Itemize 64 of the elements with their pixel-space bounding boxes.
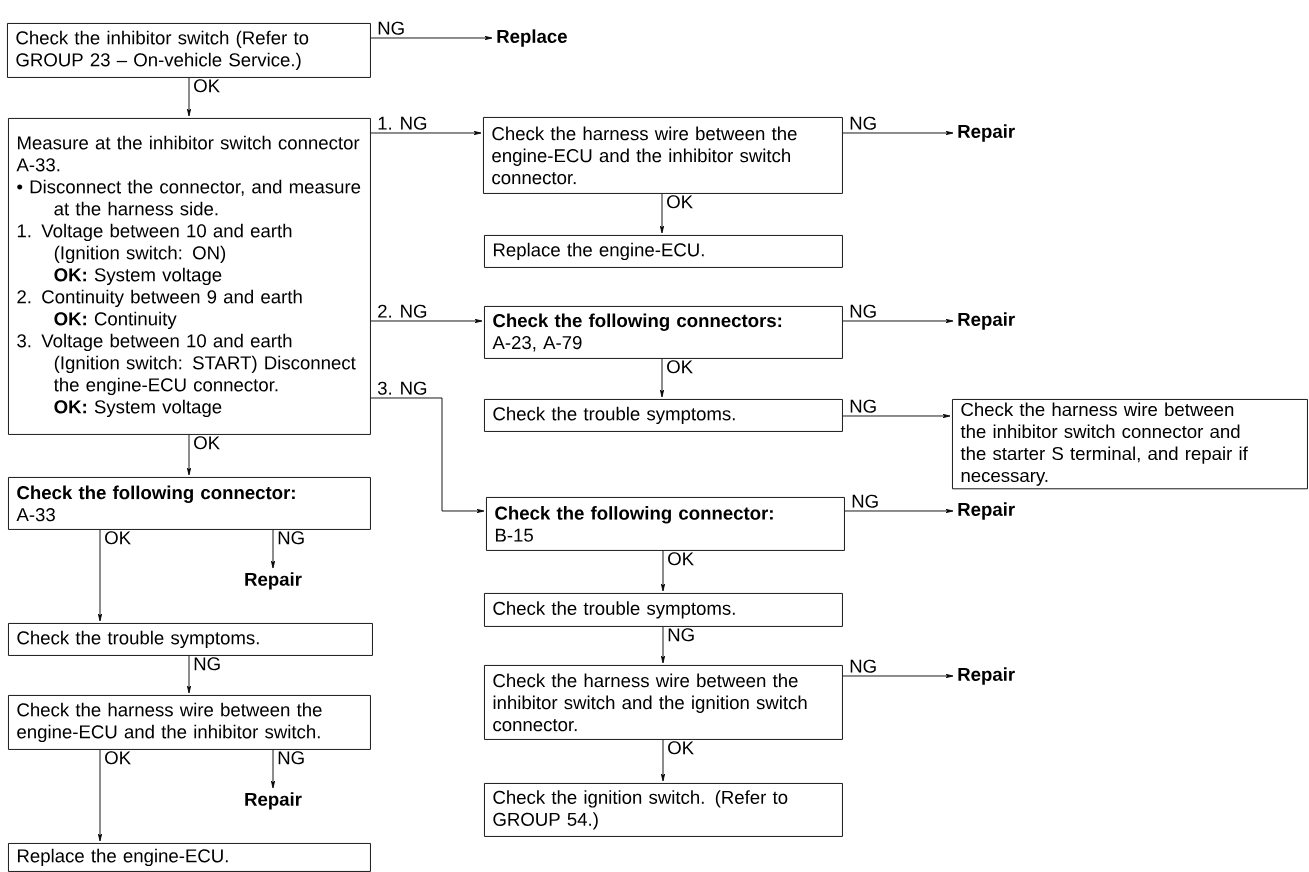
arrow — [842, 414, 951, 418]
arrow — [370, 397, 485, 514]
arrow — [842, 673, 954, 679]
arrow — [661, 550, 666, 592]
edge-label: NG — [848, 303, 879, 319]
process-box: Check the ignition switch. (Refer to GROUP 54.) — [484, 783, 843, 837]
edge-label: NG — [848, 658, 879, 674]
process-box: Replace the engine-ECU. — [8, 843, 371, 872]
edge-label: NG — [848, 115, 879, 131]
process-box: Check the following connectors: A-23, A-79 — [484, 306, 843, 359]
result-text: Replace — [497, 29, 567, 47]
process-box: Measure at the inhibitor switch connector A-33. • Disconnect the connector, and measure at the harness side. 1. Voltage between 10 and earth (Ignition switch: ON) OK: System voltage 2. Continuity between 9 and earth OK: Continuity 3. Voltage between 10 and earth (Ignition switch: START) Disconnect the engine-ECU connector. OK: System voltage — [8, 118, 371, 435]
edge-label: OK — [192, 78, 222, 94]
edge-label: NG — [848, 398, 879, 414]
process-box: Replace the engine-ECU. — [484, 235, 843, 268]
process-box: Check the harness wire between the inhibitor switch and the ignition switch connector. — [484, 665, 843, 740]
arrow — [661, 739, 666, 782]
arrow — [370, 36, 493, 40]
arrow — [842, 131, 954, 135]
arrow — [187, 77, 192, 117]
arrow — [660, 193, 665, 234]
edge-label: NG — [666, 627, 697, 643]
arrow — [271, 749, 276, 789]
result-text: Repair — [958, 502, 1015, 520]
arrow — [842, 319, 954, 323]
arrow — [660, 358, 665, 398]
process-box: Check the trouble symptoms. — [484, 399, 843, 432]
process-box: Check the inhibitor switch (Refer to GROUP 23 – On-vehicle Service.) — [7, 23, 371, 78]
process-box: Check the trouble symptoms. — [484, 593, 843, 627]
edge-label: NG — [276, 530, 307, 546]
result-text: Repair — [958, 124, 1015, 142]
arrow — [370, 319, 483, 323]
result-text: Repair — [958, 667, 1015, 685]
edge-label: 1. NG — [376, 115, 429, 131]
process-box: Check the following connector: A-33 — [8, 477, 371, 530]
edge-label: OK — [103, 530, 133, 546]
arrow — [187, 434, 192, 476]
process-box: Check the trouble symptoms. — [8, 623, 373, 656]
process-box: Check the harness wire between the engine-ECU and the inhibitor switch. — [8, 695, 371, 750]
edge-label: NG — [276, 750, 307, 766]
edge-label: OK — [665, 359, 695, 375]
arrow — [271, 529, 276, 569]
process-box: Check the harness wire between the engine-ECU and the inhibitor switch connector. — [483, 117, 843, 194]
arrow — [370, 131, 482, 135]
arrow — [98, 749, 103, 842]
arrow — [661, 626, 666, 664]
edge-label: NG — [850, 493, 881, 509]
edge-label: OK — [666, 740, 696, 756]
edge-label: NG — [376, 20, 407, 36]
edge-label: OK — [192, 435, 222, 451]
result-text: Repair — [245, 572, 302, 590]
edge-label: NG — [192, 656, 223, 672]
edge-label: OK — [666, 551, 696, 567]
edge-label: 3. NG — [376, 380, 429, 396]
arrow — [187, 655, 192, 694]
process-box: Check the harness wire between the inhibitor switch connector and the starter S terminal, and repair if necessary. — [952, 399, 1308, 490]
arrow — [98, 529, 103, 622]
result-text: Repair — [958, 312, 1015, 330]
process-box: Check the following connector: B-15 — [486, 497, 845, 551]
arrow — [844, 509, 954, 514]
edge-label: 2. NG — [376, 303, 429, 319]
edge-label: OK — [103, 750, 133, 766]
edge-label: OK — [665, 194, 695, 210]
result-text: Repair — [245, 792, 302, 810]
